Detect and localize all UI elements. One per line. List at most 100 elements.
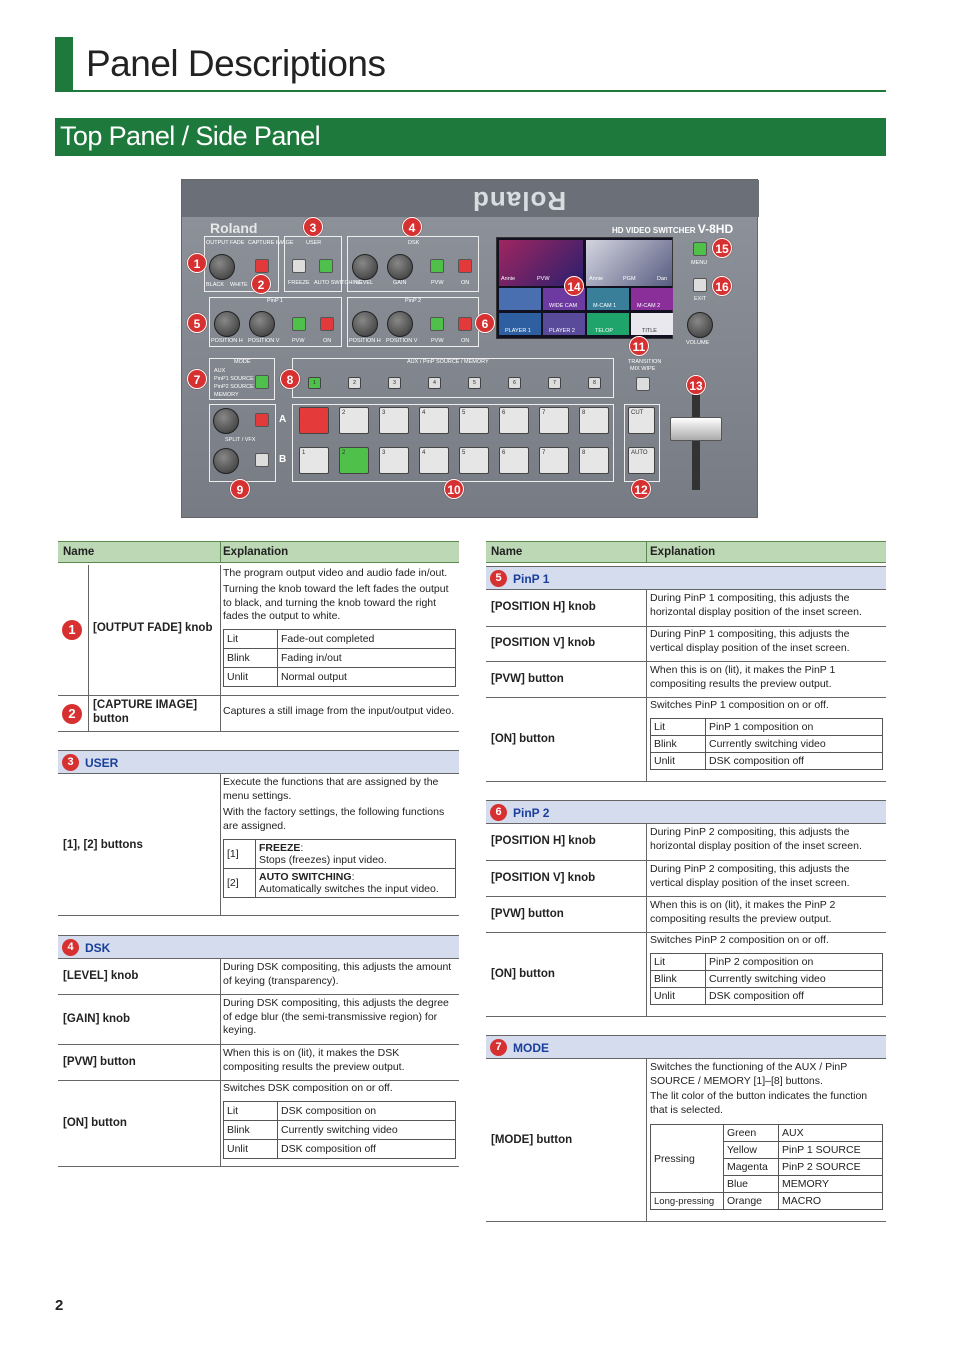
dsk-gain-desc: During DSK compositing, this adjusts the… bbox=[223, 997, 449, 1036]
b-bus-button-4[interactable]: 4 bbox=[419, 447, 449, 474]
pinp1-label: PinP 1 bbox=[267, 298, 284, 304]
a-bus-button-4[interactable]: 4 bbox=[419, 407, 449, 434]
memory-button-3[interactable]: 3 bbox=[388, 377, 401, 389]
dsk-on-button[interactable] bbox=[458, 259, 472, 273]
vline bbox=[646, 590, 647, 626]
pinp2-on-button[interactable] bbox=[458, 317, 472, 331]
pinp1-position-v-knob[interactable] bbox=[249, 311, 275, 337]
a-bus-button-5[interactable]: 5 bbox=[459, 407, 489, 434]
pinp2-position-h-knob[interactable] bbox=[352, 311, 378, 337]
dsk-group-header: 4 DSK bbox=[58, 935, 459, 959]
a-bus-button-1[interactable] bbox=[299, 407, 329, 434]
mode-item-pinp1-source: PinP1 SOURCE bbox=[214, 376, 254, 382]
b-bus-button-3[interactable]: 3 bbox=[379, 447, 409, 474]
memory-button-5[interactable]: 5 bbox=[468, 377, 481, 389]
pinp1-position-h-name: [POSITION H] knob bbox=[491, 601, 596, 613]
vfx-button[interactable] bbox=[255, 453, 269, 467]
vfx-knob-b[interactable] bbox=[213, 448, 239, 474]
user-1-button[interactable] bbox=[292, 259, 306, 273]
right-header-divider bbox=[646, 541, 647, 563]
a-bus-button-2[interactable]: 2 bbox=[339, 407, 369, 434]
dsk-on-row: [ON] button Switches DSK composition on … bbox=[58, 1081, 459, 1167]
a-bus-button-3[interactable]: 3 bbox=[379, 407, 409, 434]
b-bus-button-5[interactable]: 5 bbox=[459, 447, 489, 474]
pinp2-position-v-knob[interactable] bbox=[387, 311, 413, 337]
dsk-gain-knob[interactable] bbox=[387, 254, 413, 280]
b-bus-button-6[interactable]: 6 bbox=[499, 447, 529, 474]
mode-label: MODE bbox=[234, 359, 251, 365]
user-desc-2: With the factory settings, the following… bbox=[223, 806, 445, 832]
a-bus-button-6[interactable]: 6 bbox=[499, 407, 529, 434]
callout-16: 16 bbox=[712, 276, 732, 296]
a-bus-button-8[interactable]: 8 bbox=[579, 407, 609, 434]
state-key: Unlit bbox=[223, 1139, 278, 1159]
state-value: DSK composition off bbox=[705, 987, 883, 1005]
pinp1-pvw-label: PVW bbox=[292, 338, 305, 344]
state-key: Blink bbox=[223, 1120, 278, 1140]
b-bus-button-1[interactable]: 1 bbox=[299, 447, 329, 474]
split-knob-a[interactable] bbox=[213, 408, 239, 434]
tile-label-annie: Annie bbox=[501, 276, 516, 282]
transition-button[interactable] bbox=[636, 377, 650, 391]
pinp2-pvw-button[interactable] bbox=[430, 317, 444, 331]
pinp2-on-desc: Switches PinP 2 composition on or off. bbox=[650, 934, 829, 946]
state-value: Fade-out completed bbox=[277, 629, 456, 649]
capture-image-button[interactable] bbox=[255, 259, 269, 273]
a-bus-button-7[interactable]: 7 bbox=[539, 407, 569, 434]
cut-button[interactable]: CUT bbox=[628, 407, 655, 434]
b-bus-button-2[interactable]: 2 bbox=[339, 447, 369, 474]
pinp1-position-h-knob[interactable] bbox=[214, 311, 240, 337]
dsk-pvw-button[interactable] bbox=[430, 259, 444, 273]
pinp2-pvw-label: PVW bbox=[431, 338, 444, 344]
auto-button[interactable]: AUTO bbox=[628, 447, 655, 474]
mode-group-header: 7 MODE bbox=[486, 1035, 886, 1059]
pinp1-position-v-desc: During PinP 1 compositing, this adjusts … bbox=[650, 628, 850, 654]
dsk-on-desc: Switches DSK composition on or off. bbox=[223, 1082, 393, 1094]
mode-item-pinp2-source: PinP2 SOURCE bbox=[214, 384, 254, 390]
memory-button-6[interactable]: 6 bbox=[508, 377, 521, 389]
output-fade-label: OUTPUT FADE bbox=[206, 240, 245, 246]
callout-1: 1 bbox=[187, 253, 207, 273]
memory-button-4[interactable]: 4 bbox=[428, 377, 441, 389]
color-name: Green bbox=[723, 1124, 779, 1142]
b-bus-button-8[interactable]: 8 bbox=[579, 447, 609, 474]
left-header-divider bbox=[220, 541, 221, 563]
memory-button-8[interactable]: 8 bbox=[588, 377, 601, 389]
volume-knob[interactable] bbox=[687, 312, 713, 338]
screen-tile-6 bbox=[543, 313, 585, 335]
vline bbox=[220, 1081, 221, 1166]
pinp1-pvw-desc: When this is on (lit), it makes the PinP… bbox=[650, 664, 836, 690]
user-group-header: 3 USER bbox=[58, 750, 459, 774]
menu-button[interactable] bbox=[693, 242, 707, 256]
mode-button[interactable] bbox=[255, 375, 269, 389]
pinp2-position-v-row: [POSITION V] knob During PinP 2 composit… bbox=[486, 861, 886, 897]
left-header-name: Name bbox=[63, 546, 95, 558]
left-header-explanation: Explanation bbox=[223, 546, 289, 558]
user-2-button[interactable] bbox=[319, 259, 333, 273]
screen-tile-4 bbox=[631, 288, 673, 310]
callout-6: 6 bbox=[475, 313, 495, 333]
callout-11: 11 bbox=[629, 336, 649, 356]
t-bar[interactable] bbox=[670, 417, 722, 441]
pinp1-on-button[interactable] bbox=[320, 317, 334, 331]
level-label: LEVEL bbox=[356, 280, 374, 286]
output-fade-knob[interactable] bbox=[209, 254, 235, 280]
memory-button-1[interactable]: 1 bbox=[308, 377, 321, 389]
callout-13: 13 bbox=[686, 375, 706, 395]
pinp2-on-row: [ON] button Switches PinP 2 composition … bbox=[486, 933, 886, 1017]
pinp1-position-v-label: POSITION V bbox=[248, 338, 280, 344]
callout-3: 3 bbox=[303, 217, 323, 237]
b-bus-button-7[interactable]: 7 bbox=[539, 447, 569, 474]
b-row-label: B bbox=[279, 454, 287, 465]
output-fade-desc-2: Turning the knob toward the left fades t… bbox=[223, 583, 449, 622]
exit-button[interactable] bbox=[693, 278, 707, 292]
split-button[interactable] bbox=[255, 413, 269, 427]
pressing-label: Pressing bbox=[650, 1124, 724, 1193]
memory-button-2[interactable]: 2 bbox=[348, 377, 361, 389]
pinp1-pvw-button[interactable] bbox=[292, 317, 306, 331]
dsk-level-knob[interactable] bbox=[352, 254, 378, 280]
memory-button-7[interactable]: 7 bbox=[548, 377, 561, 389]
vline bbox=[88, 565, 89, 695]
gain-label: GAIN bbox=[393, 280, 407, 286]
item-num-2: 2 bbox=[62, 704, 82, 724]
